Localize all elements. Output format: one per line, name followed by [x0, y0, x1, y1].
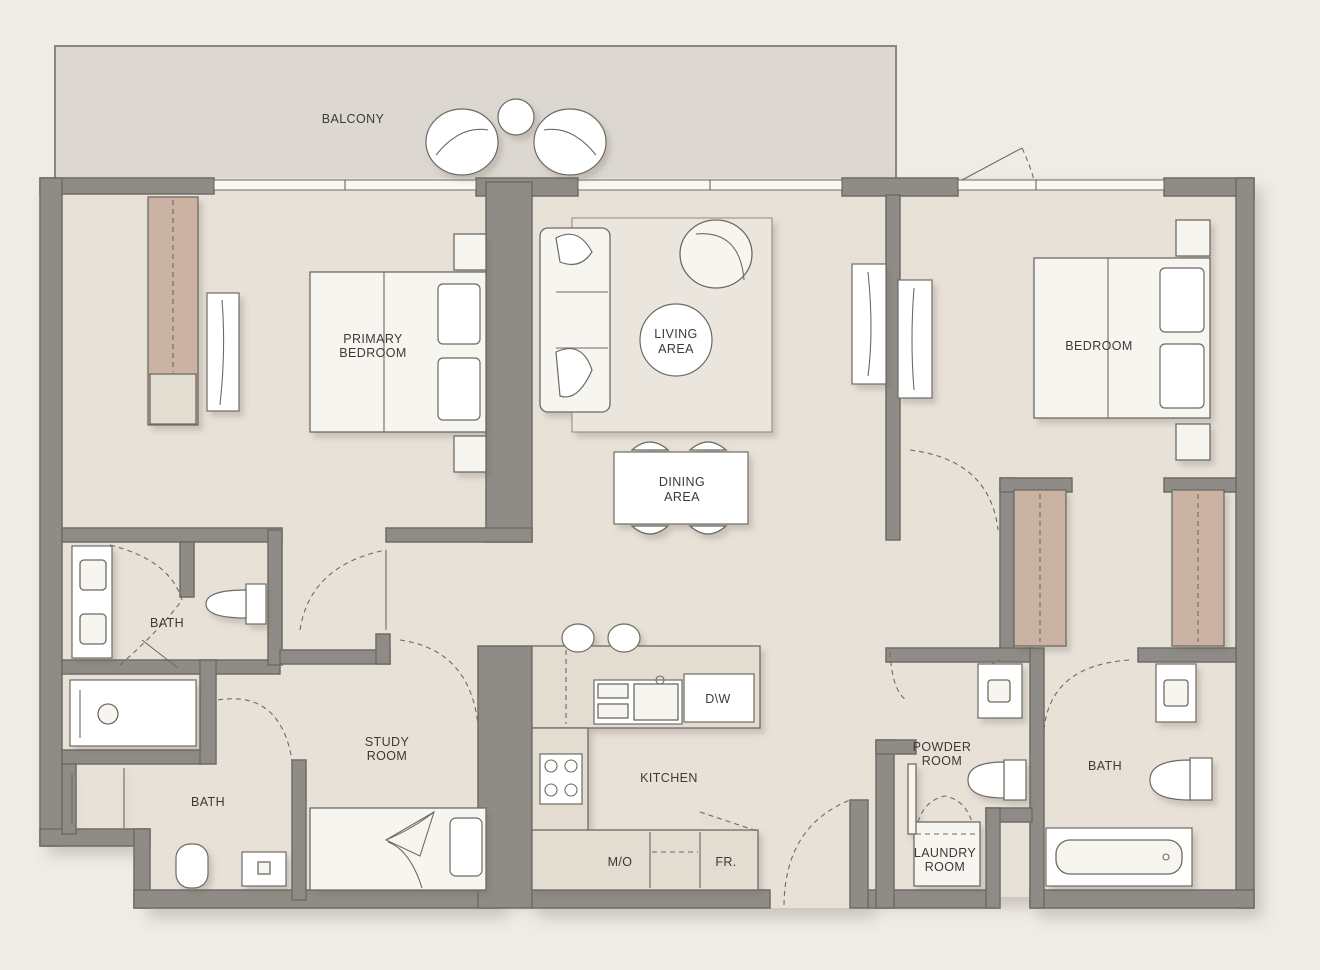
dining-table: [613, 441, 749, 535]
bedroom-bed: [1033, 219, 1211, 461]
label-balcony: BALCONY: [322, 112, 385, 126]
label-kitchen: KITCHEN: [640, 771, 698, 785]
label-study-room-line2: ROOM: [367, 749, 408, 763]
label-dishwasher: D\W: [705, 692, 731, 706]
label-living-area-line1: LIVING: [654, 327, 697, 341]
right-bath-fixtures: [1045, 663, 1213, 887]
label-microwave-oven: M/O: [608, 855, 633, 869]
label-laundry-room-line2: ROOM: [925, 860, 966, 874]
door-swings: [109, 449, 1131, 906]
label-dining-area-line1: DINING: [659, 475, 705, 489]
label-fridge: FR.: [715, 855, 736, 869]
bedroom-wardrobes: [851, 263, 933, 399]
kitchen-island: [531, 623, 761, 729]
label-bath-right: BATH: [1088, 759, 1122, 773]
label-powder-room-line2: ROOM: [922, 754, 963, 768]
label-living-area-line2: AREA: [658, 342, 694, 356]
room-labels: BALCONY PRIMARY BEDROOM LIVING AREA DINI…: [150, 112, 1132, 874]
primary-bed: [309, 233, 487, 473]
label-dining-area-line2: AREA: [664, 490, 700, 504]
label-powder-room-line1: POWDER: [913, 740, 972, 754]
bedroom-closets: [1013, 489, 1225, 647]
label-bath-primary: BATH: [150, 616, 184, 630]
label-bedroom: BEDROOM: [1065, 339, 1132, 353]
label-bath-lower-left: BATH: [191, 795, 225, 809]
balcony-chairs: [425, 98, 607, 176]
label-primary-bedroom-line2: BEDROOM: [339, 346, 406, 360]
living-furniture: [539, 217, 773, 433]
interior-walls: [61, 181, 1237, 909]
study-daybed: [309, 807, 487, 891]
kitchen-counter: [531, 727, 761, 891]
windows: [213, 147, 1165, 191]
primary-bath-fixtures: [69, 545, 267, 747]
primary-wardrobe: [147, 196, 240, 426]
powder-laundry-fixtures: [907, 663, 1027, 887]
label-laundry-room-line1: LAUNDRY: [914, 846, 977, 860]
lower-bath-fixtures: [71, 768, 287, 889]
label-primary-bedroom-line1: PRIMARY: [343, 332, 403, 346]
label-study-room-line1: STUDY: [365, 735, 410, 749]
